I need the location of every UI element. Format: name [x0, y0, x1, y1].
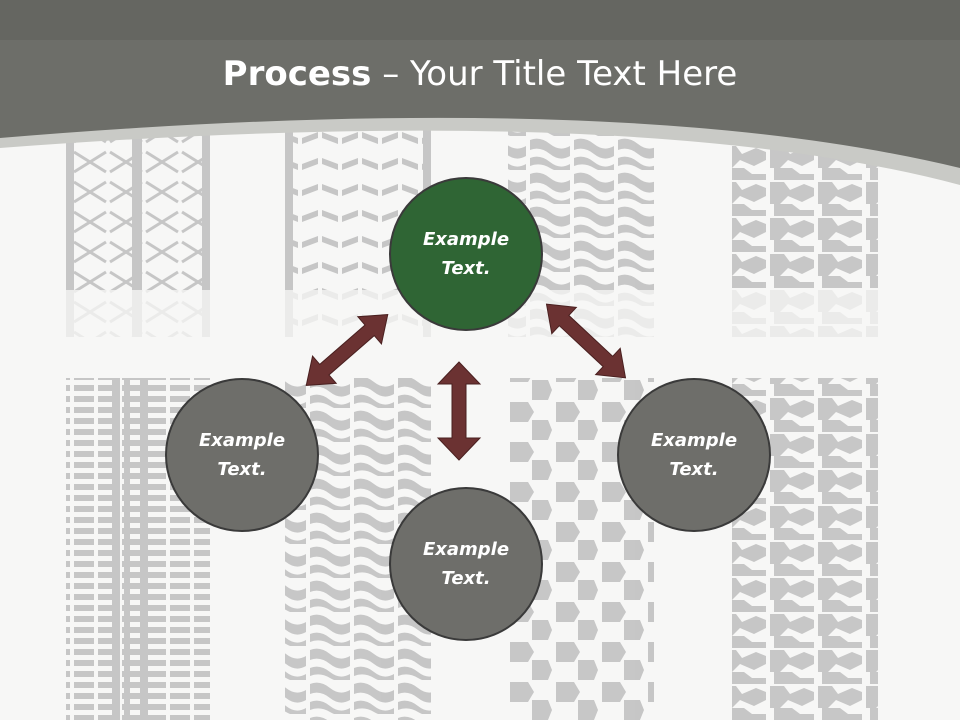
slide-title: Process – Your Title Text Here — [0, 52, 960, 96]
header-band — [0, 0, 960, 168]
node-left-label: Example Text. — [198, 430, 286, 480]
node-bottom: Example Text. — [389, 487, 543, 641]
title-dash: – — [371, 54, 411, 94]
node-bottom-label: Example Text. — [422, 539, 510, 589]
node-right: Example Text. — [617, 378, 771, 532]
node-top-label: Example Text. — [422, 229, 510, 279]
node-left: Example Text. — [165, 378, 319, 532]
node-right-label: Example Text. — [650, 430, 738, 480]
title-bold: Process — [222, 54, 372, 94]
title-rest: Your Title Text Here — [410, 54, 738, 94]
node-top: Example Text. — [389, 177, 543, 331]
